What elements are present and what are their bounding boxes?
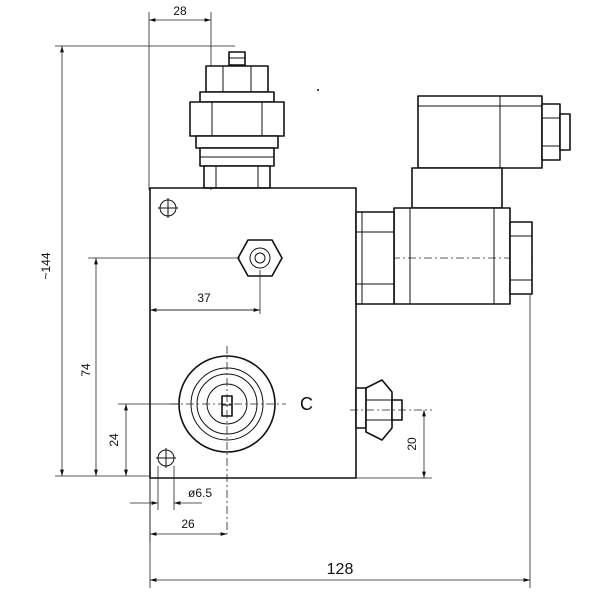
dimension-hole-diameter: ø6.5 xyxy=(130,466,212,510)
port-label-c: C xyxy=(300,394,313,414)
port-c: C xyxy=(170,346,313,534)
dim-label-26: 26 xyxy=(181,517,195,531)
dim-label-128: 128 xyxy=(327,561,354,578)
dim-label-37: 37 xyxy=(197,291,211,305)
dim-label-28: 28 xyxy=(173,4,187,18)
right-side-fitting xyxy=(350,379,432,441)
solenoid-end-nut xyxy=(509,221,533,295)
dim-label-20: 20 xyxy=(405,437,419,451)
dim-label-144: ~144 xyxy=(39,252,53,279)
dim-label-6-5: ø6.5 xyxy=(188,486,212,500)
dim-label-74: 74 xyxy=(79,363,93,377)
dimension-port-height: 74 xyxy=(79,257,240,476)
solenoid-coil xyxy=(360,167,536,305)
dimension-right-fitting: 20 xyxy=(356,410,432,479)
dimension-overall-height: ~144 xyxy=(39,45,235,477)
top-adjustment-screw xyxy=(189,51,285,189)
dimension-port-offset: 37 xyxy=(150,270,261,314)
solenoid-connector xyxy=(417,95,571,169)
dim-label-24: 24 xyxy=(107,433,121,447)
solenoid-left-nut xyxy=(355,211,395,305)
valve-body xyxy=(149,187,357,479)
dimension-overall-width: 128 xyxy=(149,294,531,588)
dimension-hole-height: 24 xyxy=(107,403,180,476)
